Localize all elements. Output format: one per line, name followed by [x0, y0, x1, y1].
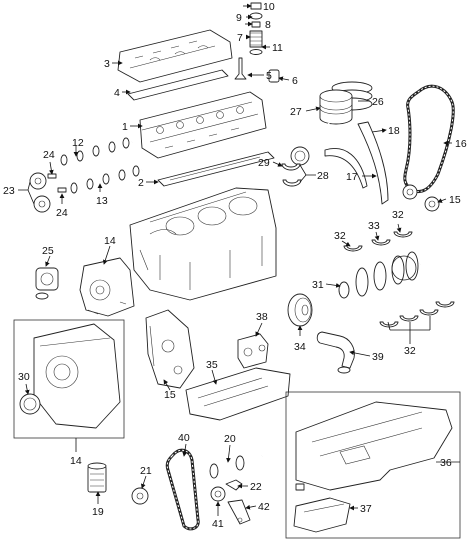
callout-18: 18 [388, 125, 400, 137]
callout-8: 8 [265, 19, 271, 31]
bracket-part [225, 479, 243, 491]
callout-19: 19 [92, 506, 104, 518]
intake-camshaft-part [51, 137, 133, 166]
callout-10: 10 [263, 1, 275, 13]
callout-26: 26 [372, 96, 384, 108]
drive-belt-part [165, 448, 200, 531]
drain-plug-part [295, 483, 305, 491]
callout-15-lower: 15 [164, 389, 176, 401]
rear-cover-part [33, 323, 121, 429]
oil-pan-lower-part [293, 497, 351, 533]
callout-21: 21 [140, 465, 152, 477]
oil-filter-adapter-part [237, 333, 269, 369]
callout-30: 30 [18, 371, 30, 383]
callout-39: 39 [372, 351, 384, 363]
valve-keeper-part [249, 2, 263, 28]
rear-cover-group-frame [13, 319, 125, 439]
callout-22: 22 [250, 481, 262, 493]
callout-31: 31 [312, 279, 324, 291]
callout-34: 34 [294, 341, 306, 353]
crank-sprocket-part [402, 184, 440, 212]
cam-phaser-part [29, 172, 51, 213]
front-cover-part [145, 309, 195, 389]
harmonic-balancer-part [287, 293, 313, 327]
callout-35: 35 [206, 359, 218, 371]
callout-labels: 10 9 8 7 11 3 4 5 6 1 2 12 13 23 24 24 2… [3, 1, 467, 530]
connecting-rod-part [290, 122, 332, 166]
callout-33: 33 [368, 220, 380, 232]
valve-cover-gasket-part [127, 69, 229, 101]
leader-lines [18, 3, 460, 516]
rod-bearing-part [281, 163, 302, 187]
callout-2: 2 [138, 177, 144, 189]
callout-15-upper: 15 [449, 194, 461, 206]
chain-tensioner-arm-part [357, 121, 389, 205]
water-pump-part [79, 257, 135, 317]
callout-25: 25 [42, 245, 54, 257]
thermostat-housing-part [35, 267, 59, 300]
tensioner-pulley-part [131, 487, 149, 505]
callout-36: 36 [440, 457, 452, 469]
callout-5: 5 [266, 70, 272, 82]
callout-32-lower: 32 [404, 345, 416, 357]
callout-24-upper: 24 [43, 149, 55, 161]
engine-block-part [129, 187, 277, 301]
rear-seal-part [19, 393, 41, 415]
valve-part [234, 57, 247, 80]
chain-guide-part [324, 148, 368, 189]
callout-11: 11 [272, 42, 283, 54]
callout-38: 38 [256, 311, 268, 323]
callout-23: 23 [3, 185, 15, 197]
callout-3: 3 [104, 58, 110, 70]
callout-14-lower: 14 [70, 455, 82, 467]
callout-28: 28 [317, 170, 329, 182]
exhaust-camshaft-part [61, 165, 143, 194]
lifter-part [268, 69, 280, 83]
balance-shaft-part [195, 454, 263, 479]
callout-40: 40 [178, 432, 190, 444]
callout-4: 4 [114, 87, 120, 99]
callout-42: 42 [258, 501, 270, 513]
callout-13: 13 [96, 195, 108, 207]
oil-pickup-tube-part [316, 331, 355, 374]
crankshaft-part [337, 251, 421, 299]
callout-27: 27 [290, 106, 302, 118]
callout-32-right: 32 [392, 209, 404, 221]
callout-41: 41 [212, 518, 224, 530]
oil-filter-part [87, 462, 107, 493]
callout-1: 1 [122, 121, 128, 133]
valve-cover-part [117, 29, 233, 83]
piston-part [319, 89, 353, 125]
valve-spring-part [249, 30, 263, 55]
callout-7: 7 [237, 32, 243, 44]
callout-6: 6 [292, 75, 298, 87]
main-bearing-part [343, 231, 455, 328]
timing-chain-part [403, 84, 455, 193]
oil-pan-group-frame [285, 391, 461, 539]
cylinder-head-part [139, 91, 267, 159]
idler-sprocket-part [210, 486, 226, 502]
cam-bolt-part [47, 173, 67, 193]
chain-lever-part [227, 499, 251, 525]
head-gasket-part [157, 151, 275, 187]
oil-pan-baffle-part [185, 367, 291, 421]
callout-12: 12 [72, 137, 84, 149]
callout-17: 17 [346, 171, 358, 183]
callout-32-left: 32 [334, 230, 346, 242]
callout-14-upper: 14 [104, 235, 116, 247]
callout-20: 20 [224, 433, 236, 445]
oil-pan-part [295, 401, 453, 491]
callout-9: 9 [236, 12, 242, 24]
callout-37: 37 [360, 503, 372, 515]
callout-24-lower: 24 [56, 207, 68, 219]
callout-16: 16 [455, 138, 467, 150]
callout-29: 29 [258, 157, 270, 169]
